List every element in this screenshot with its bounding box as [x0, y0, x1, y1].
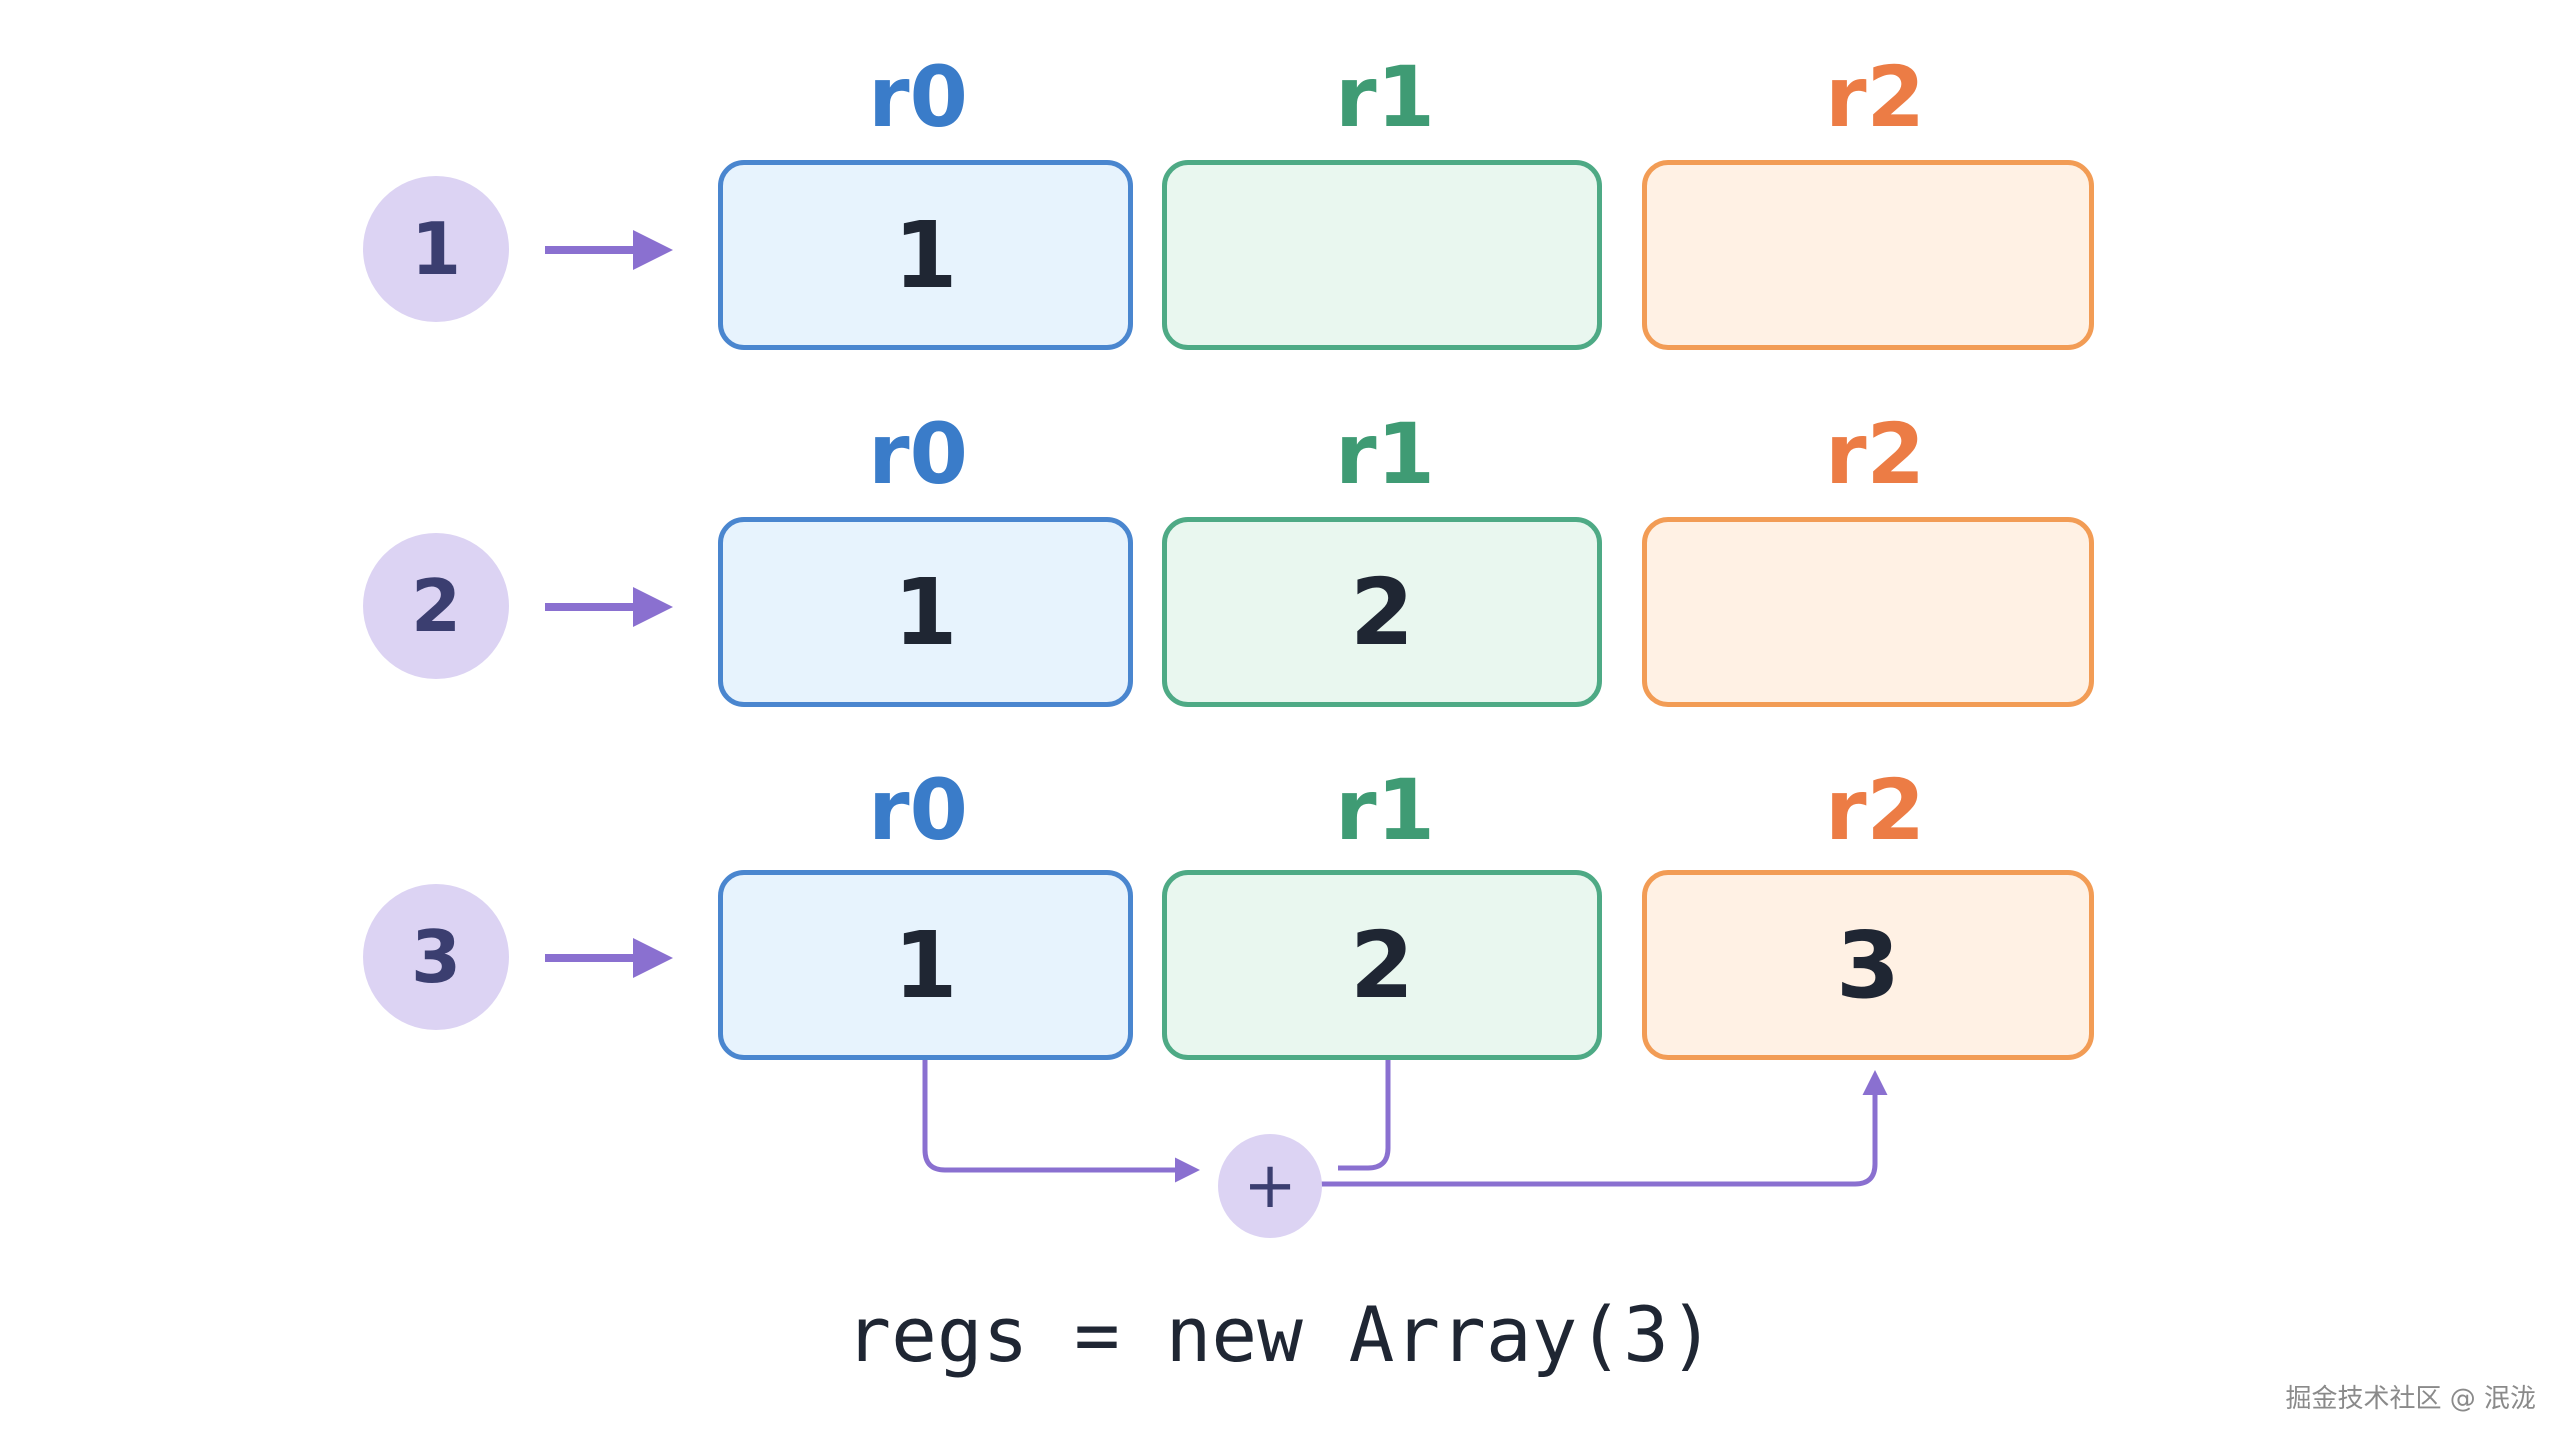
- row-3-r2-cell: 3: [1642, 870, 2094, 1060]
- r0-to-plus-connector: [922, 1058, 1200, 1183]
- row-3-r0-cell: 1: [718, 870, 1133, 1060]
- row-1-r2-cell: [1642, 160, 2094, 350]
- step-2-badge: 2: [363, 533, 509, 679]
- step-1-badge: 1: [363, 176, 509, 322]
- row-2-r1-cell: 2: [1162, 517, 1602, 707]
- row-3-r0-label: r0: [868, 761, 968, 859]
- row-3-r1-label: r1: [1335, 761, 1435, 859]
- watermark: 掘金技术社区 @ 泯泷: [2285, 1384, 2536, 1414]
- r1-to-plus-connector: [1338, 1058, 1391, 1171]
- row-3-r1-cell: 2: [1162, 870, 1602, 1060]
- row-2-r1-label: r1: [1335, 405, 1435, 503]
- row-1-r2-label: r2: [1825, 48, 1925, 146]
- row-2-r0-cell: 1: [718, 517, 1133, 707]
- row-2-r0-label: r0: [868, 405, 968, 503]
- row-1-r1-label: r1: [1335, 48, 1435, 146]
- row-2-r2-cell: [1642, 517, 2094, 707]
- row-1-r0-label: r0: [868, 48, 968, 146]
- row-3-r2-label: r2: [1825, 761, 1925, 859]
- row-2-r2-label: r2: [1825, 405, 1925, 503]
- row-1-r1-cell: [1162, 160, 1602, 350]
- add-operator-node: +: [1218, 1134, 1322, 1238]
- step-3-badge: 3: [363, 884, 509, 1030]
- plus-to-r2-connector: [1320, 1070, 1888, 1187]
- row-1-r0-cell: 1: [718, 160, 1133, 350]
- code-caption: regs = new Array(3): [845, 1290, 1715, 1379]
